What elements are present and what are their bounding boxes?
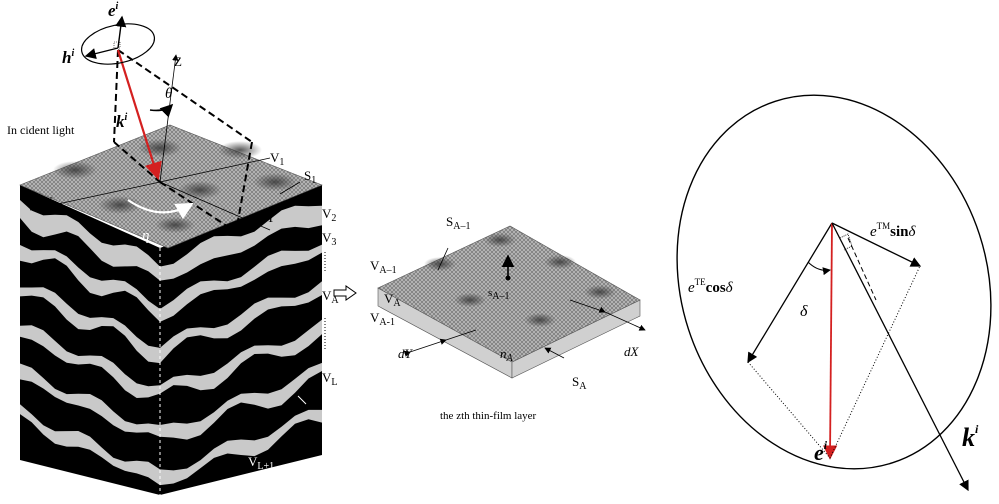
eta-arc <box>127 199 194 220</box>
layer-label-v: VA <box>322 288 339 306</box>
h-incident-label: hi <box>62 48 74 67</box>
dy-dimension <box>403 338 447 357</box>
dx-leader <box>569 299 606 313</box>
n-a-label: nA <box>500 346 514 364</box>
sl-pointer <box>297 395 307 405</box>
s-top-pointer <box>437 247 449 271</box>
projection-dashed <box>847 237 877 301</box>
z-axis-label: Z <box>174 54 182 69</box>
dx-dimension <box>598 306 646 331</box>
projection-dotted <box>747 265 921 459</box>
field-decomposition <box>676 94 992 492</box>
v-a-label: VA <box>384 291 401 309</box>
incident-light-label: In cident light <box>7 123 75 137</box>
dy-leader <box>445 329 477 341</box>
x-axis <box>29 181 161 211</box>
v1-pointer <box>159 157 271 183</box>
light-layer-band <box>20 362 322 440</box>
s-a-label: SA <box>572 374 587 392</box>
interface-label-s: SL <box>308 420 321 438</box>
layer-label-v: VL+1 <box>248 454 274 472</box>
dy-label: dY <box>398 346 414 361</box>
delta-label: δ <box>800 303 808 320</box>
k-incident-right-label: ki <box>962 422 979 452</box>
y-axis-label: Y <box>266 210 276 225</box>
layer-label-v: V2 <box>322 206 336 224</box>
sa-pointer <box>544 347 565 359</box>
eta-label: η <box>142 228 149 244</box>
v-top-label: VA–1 <box>370 258 397 276</box>
light-layer-band <box>20 404 322 486</box>
layer-caption: the zth thin-film layer <box>440 410 537 422</box>
light-layer-band <box>20 200 322 281</box>
zoom-arrow <box>333 285 357 301</box>
light-layer-band <box>20 319 322 398</box>
te-component-label: eTEcosδ <box>688 277 734 296</box>
layer-label-v: V1 <box>270 150 284 168</box>
theta-label: θ <box>165 86 173 102</box>
light-layer-band <box>20 281 322 364</box>
light-layer-band <box>20 244 322 322</box>
e-incident-right-label: ei <box>814 438 828 465</box>
layer-label-v: VL <box>322 370 338 388</box>
k-incident-label: ki <box>116 112 128 131</box>
z-axis <box>159 54 179 183</box>
tm-vector <box>831 222 922 267</box>
x-axis-label: X <box>44 194 54 209</box>
s1-pointer <box>279 181 301 195</box>
e-incident-vector <box>822 222 838 460</box>
surface-point <box>505 275 511 281</box>
y-axis <box>159 181 271 231</box>
theta-arc <box>149 103 174 118</box>
dx-label: dX <box>624 344 640 359</box>
layered-block <box>20 185 322 495</box>
te-vector <box>747 222 833 364</box>
e-incident-label: ei <box>108 1 119 20</box>
right-angle-marker <box>839 233 853 251</box>
tm-component-label: eTMsinδ <box>870 221 917 240</box>
layer-label-v: V3 <box>322 230 336 248</box>
delta-arc <box>807 261 831 276</box>
incident-k-vector <box>116 49 162 181</box>
interface-label-s: S1 <box>304 168 316 186</box>
s-top-label: SA–1 <box>446 214 470 232</box>
k-incident-vector <box>831 222 969 492</box>
v-a-minus-label: VA-1 <box>370 310 395 328</box>
polarization-ellipse <box>80 15 156 65</box>
s-center-label: sA–1 <box>488 287 510 302</box>
